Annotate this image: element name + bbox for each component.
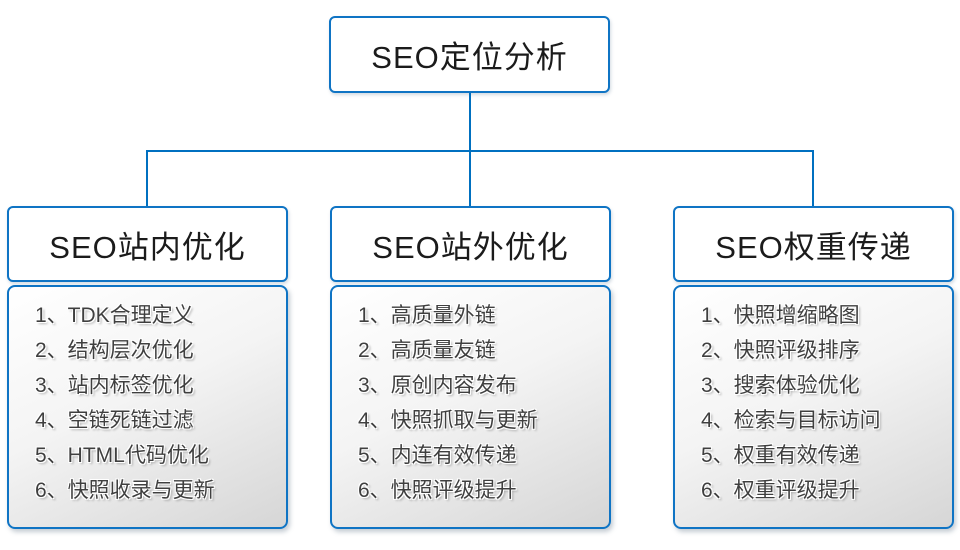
column-header-offsite: SEO站外优化 [330, 206, 611, 282]
list-item: 5、内连有效传递 [358, 444, 517, 467]
connector-root-vertical [469, 93, 471, 152]
list-item: 2、高质量友链 [358, 339, 496, 362]
list-item: 3、搜索体验优化 [701, 374, 860, 397]
column-list-onsite: 1、TDK合理定义 2、结构层次优化 3、站内标签优化 4、空链死链过滤 5、H… [7, 285, 288, 529]
column-header-weight-transfer: SEO权重传递 [673, 206, 954, 282]
list-item: 5、权重有效传递 [701, 444, 860, 467]
list-item: 6、权重评级提升 [701, 479, 860, 502]
root-node-seo-positioning: SEO定位分析 [329, 16, 610, 93]
column-header-onsite-title: SEO站内优化 [49, 229, 246, 265]
list-item: 4、快照抓取与更新 [358, 409, 538, 432]
column-list-weight-transfer: 1、快照增缩略图 2、快照评级排序 3、搜索体验优化 4、检索与目标访问 5、权… [673, 285, 954, 529]
list-item: 2、快照评级排序 [701, 339, 860, 362]
connector-horizontal [146, 150, 814, 152]
list-item: 4、空链死链过滤 [35, 409, 194, 432]
root-node-title: SEO定位分析 [371, 40, 568, 75]
list-item: 1、高质量外链 [358, 304, 496, 327]
list-item: 3、原创内容发布 [358, 374, 517, 397]
list-item: 5、HTML代码优化 [35, 444, 209, 467]
list-item: 2、结构层次优化 [35, 339, 194, 362]
connector-left-vertical [146, 150, 148, 206]
list-item: 6、快照评级提升 [358, 479, 517, 502]
list-item: 1、快照增缩略图 [701, 304, 860, 327]
list-item: 3、站内标签优化 [35, 374, 194, 397]
list-item: 6、快照收录与更新 [35, 479, 215, 502]
column-header-onsite: SEO站内优化 [7, 206, 288, 282]
connector-right-vertical [812, 150, 814, 206]
list-item: 4、检索与目标访问 [701, 409, 881, 432]
connector-middle-vertical [469, 150, 471, 206]
column-header-weight-transfer-title: SEO权重传递 [715, 229, 912, 265]
column-header-offsite-title: SEO站外优化 [372, 229, 569, 265]
list-item: 1、TDK合理定义 [35, 304, 194, 327]
column-list-offsite: 1、高质量外链 2、高质量友链 3、原创内容发布 4、快照抓取与更新 5、内连有… [330, 285, 611, 529]
